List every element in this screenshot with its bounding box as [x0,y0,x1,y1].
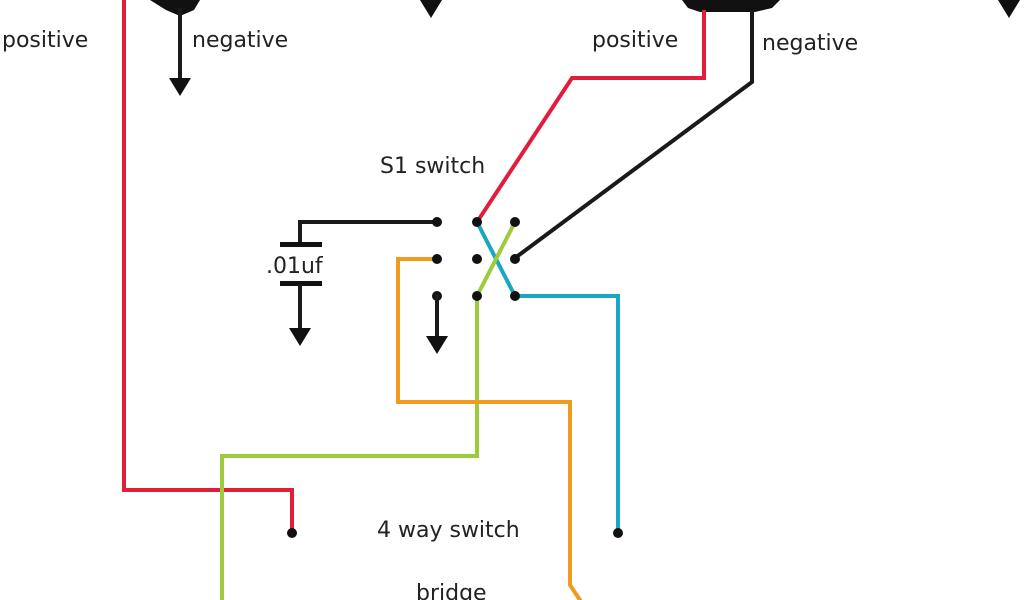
label-bridge: bridge [416,581,487,600]
wire-teal [474,219,620,534]
ground-arrow-top-mid [420,0,442,18]
label-s1-switch: S1 switch [380,154,485,179]
label-four-way-switch: 4 way switch [377,518,520,543]
s1-switch-lugs [432,217,520,301]
wire-left-positive [122,0,294,534]
ground-arrow-s1 [426,336,448,354]
label-positive-left: positive [2,28,88,53]
ground-arrow-top-right [998,0,1020,18]
ground-arrow-capacitor [289,328,311,346]
label-negative-left: negative [192,28,288,53]
wire-right-positive [474,10,706,225]
lug-3 [510,217,520,227]
lug-8 [472,291,482,301]
pickup-right-body [682,0,780,12]
lug-6 [510,254,520,264]
lug-5 [472,254,482,264]
capacitor-plate-bottom [280,281,322,286]
label-positive-right: positive [592,28,678,53]
wire-capacitor-lead [298,220,439,244]
lug-1 [432,217,442,227]
pickup-left-body [150,0,200,16]
ground-arrow-left-negative [169,78,191,96]
label-negative-right: negative [762,31,858,56]
wire-orange [396,257,583,600]
lug-4 [432,254,442,264]
four-way-terminal-right [613,528,623,538]
lug-9 [510,291,520,301]
four-way-terminal-left [287,528,297,538]
label-capacitor: .01uf [266,254,324,279]
lug-2 [472,217,482,227]
capacitor-plate-top [280,242,322,247]
wire-right-negative [512,10,754,261]
wire-green [220,219,518,600]
